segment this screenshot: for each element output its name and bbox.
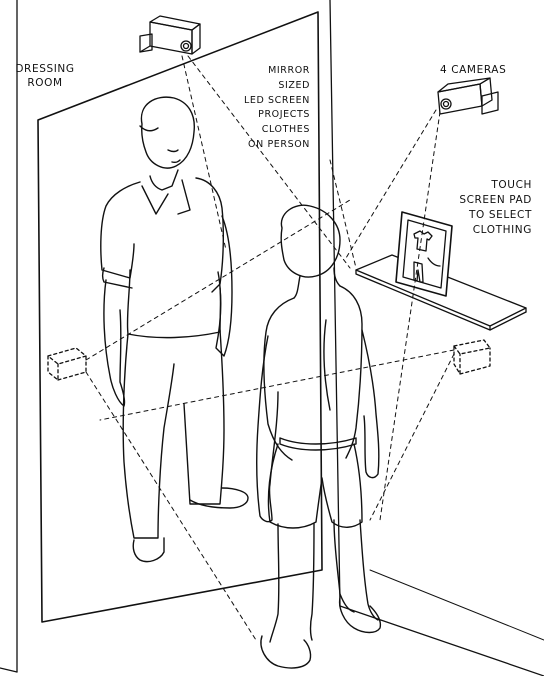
dressing-room-label: DRESSING ROOM	[15, 63, 75, 89]
person-figure	[257, 205, 381, 668]
sensor-right	[454, 340, 490, 374]
mirror-led-screen	[38, 12, 322, 622]
camera-top	[140, 16, 200, 54]
touch-screen-pad	[396, 212, 452, 296]
camera-sight-lines	[86, 56, 454, 640]
cameras-label: 4 CAMERAS	[440, 64, 507, 76]
mirror-led-screen-label: MIRROR SIZED LED SCREEN PROJECTS CLOTHES…	[243, 65, 310, 150]
reflection-figure	[101, 97, 248, 561]
touch-screen-pad-label: TOUCH SCREEN PAD TO SELECT CLOTHING	[459, 179, 532, 236]
sensor-left	[48, 348, 86, 380]
camera-right	[438, 78, 498, 114]
